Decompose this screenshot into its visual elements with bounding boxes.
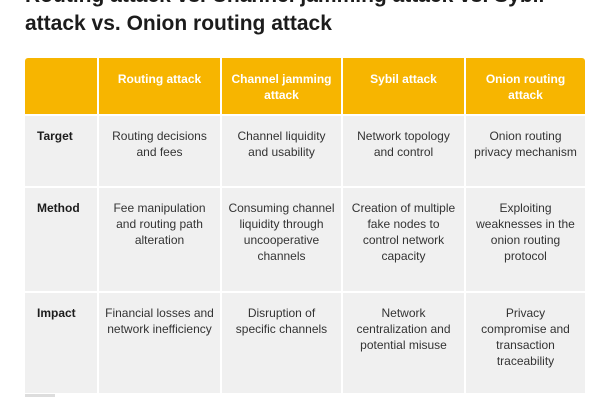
header-onion-routing-attack: Onion routing attack xyxy=(466,58,585,114)
title-line-2: attack vs. Onion routing attack xyxy=(25,12,332,35)
table-cell: Channel liquidity and usability xyxy=(222,116,341,186)
header-sybil-attack: Sybil attack xyxy=(343,58,464,114)
row-label-target: Target xyxy=(25,116,97,186)
table-cell: Creation of multiple fake nodes to contr… xyxy=(343,188,464,291)
table-cell: Fee manipulation and routing path altera… xyxy=(99,188,220,291)
table-cell: Exploiting weaknesses in the onion routi… xyxy=(466,188,585,291)
title-line-1: Routing attack vs. Channel jamming attac… xyxy=(25,0,585,10)
table-cell: Privacy compromise and transaction trace… xyxy=(466,293,585,393)
table-cell: Network topology and control xyxy=(343,116,464,186)
table-cell: Consuming channel liquidity through unco… xyxy=(222,188,341,291)
row-label-method: Method xyxy=(25,188,97,291)
table-cell: Disruption of specific channels xyxy=(222,293,341,393)
row-label-impact: Impact xyxy=(25,293,97,393)
header-corner xyxy=(25,58,97,114)
comparison-table: Routing attack Channel jamming attack Sy… xyxy=(25,58,585,393)
table-cell: Routing decisions and fees xyxy=(99,116,220,186)
header-routing-attack: Routing attack xyxy=(99,58,220,114)
header-channel-jamming-attack: Channel jamming attack xyxy=(222,58,341,114)
table-cell: Financial losses and network inefficienc… xyxy=(99,293,220,393)
table-cell: Onion routing privacy mechanism xyxy=(466,116,585,186)
page-title: Routing attack vs. Channel jamming attac… xyxy=(25,0,585,38)
table-cell: Network centralization and potential mis… xyxy=(343,293,464,393)
source-note-fragment xyxy=(25,394,55,397)
